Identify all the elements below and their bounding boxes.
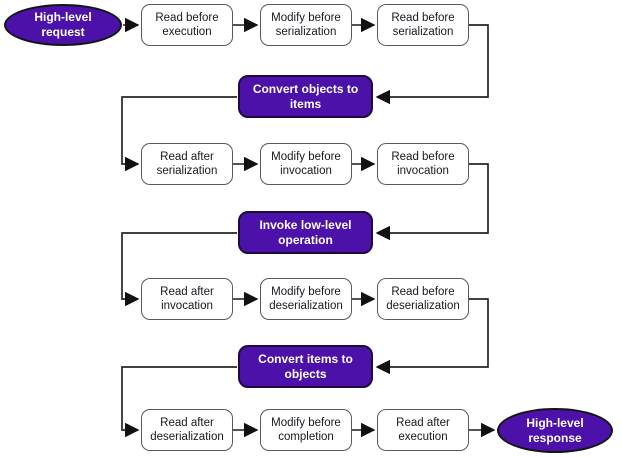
node-label: Read before invocation <box>391 151 455 177</box>
node-modify-before-invocation: Modify before invocation <box>260 143 352 185</box>
node-label: Read before serialization <box>391 12 455 38</box>
node-modify-before-completion: Modify before completion <box>260 409 352 451</box>
route-r1-to-action1 <box>375 24 489 105</box>
start-node-label: High-level request <box>34 10 92 39</box>
node-label: Modify before serialization <box>271 12 341 38</box>
node-label: Read before deserialization <box>386 286 460 312</box>
node-modify-before-serialization: Modify before serialization <box>260 4 352 46</box>
node-invoke-low-level-operation: Invoke low-level operation <box>238 211 373 254</box>
node-label: Modify before invocation <box>271 151 341 177</box>
start-node: High-level request <box>4 4 122 46</box>
action-label: Convert objects to items <box>252 81 359 111</box>
node-label: Read before execution <box>155 12 219 38</box>
route-r2-to-action2 <box>375 163 489 241</box>
node-label: Modify before deserialization <box>269 286 343 312</box>
route-action3-to-r4 <box>121 366 237 438</box>
route-action1-to-r2 <box>121 96 237 172</box>
route-r3-to-action3 <box>375 298 489 375</box>
node-convert-objects-to-items: Convert objects to items <box>238 75 373 118</box>
node-label: Read after deserialization <box>150 417 224 443</box>
node-read-before-execution: Read before execution <box>141 4 233 46</box>
node-read-after-serialization: Read after serialization <box>141 143 233 185</box>
node-modify-before-deserialization: Modify before deserialization <box>260 278 352 320</box>
node-label: Read after invocation <box>160 286 214 312</box>
action-label: Convert items to objects <box>258 351 353 381</box>
node-read-before-invocation: Read before invocation <box>377 143 469 185</box>
node-read-before-serialization: Read before serialization <box>377 4 469 46</box>
route-action2-to-r3 <box>121 232 237 307</box>
action-label: Invoke low-level operation <box>259 217 352 247</box>
node-label: Read after serialization <box>156 151 218 177</box>
node-read-before-deserialization: Read before deserialization <box>377 278 469 320</box>
node-convert-items-to-objects: Convert items to objects <box>238 345 373 388</box>
node-read-after-execution: Read after execution <box>377 409 469 451</box>
node-read-after-deserialization: Read after deserialization <box>141 409 233 451</box>
node-label: Read after execution <box>396 417 450 443</box>
node-label: Modify before completion <box>271 417 341 443</box>
node-read-after-invocation: Read after invocation <box>141 278 233 320</box>
end-node: High-level response <box>497 408 613 453</box>
end-node-label: High-level response <box>526 415 584 445</box>
